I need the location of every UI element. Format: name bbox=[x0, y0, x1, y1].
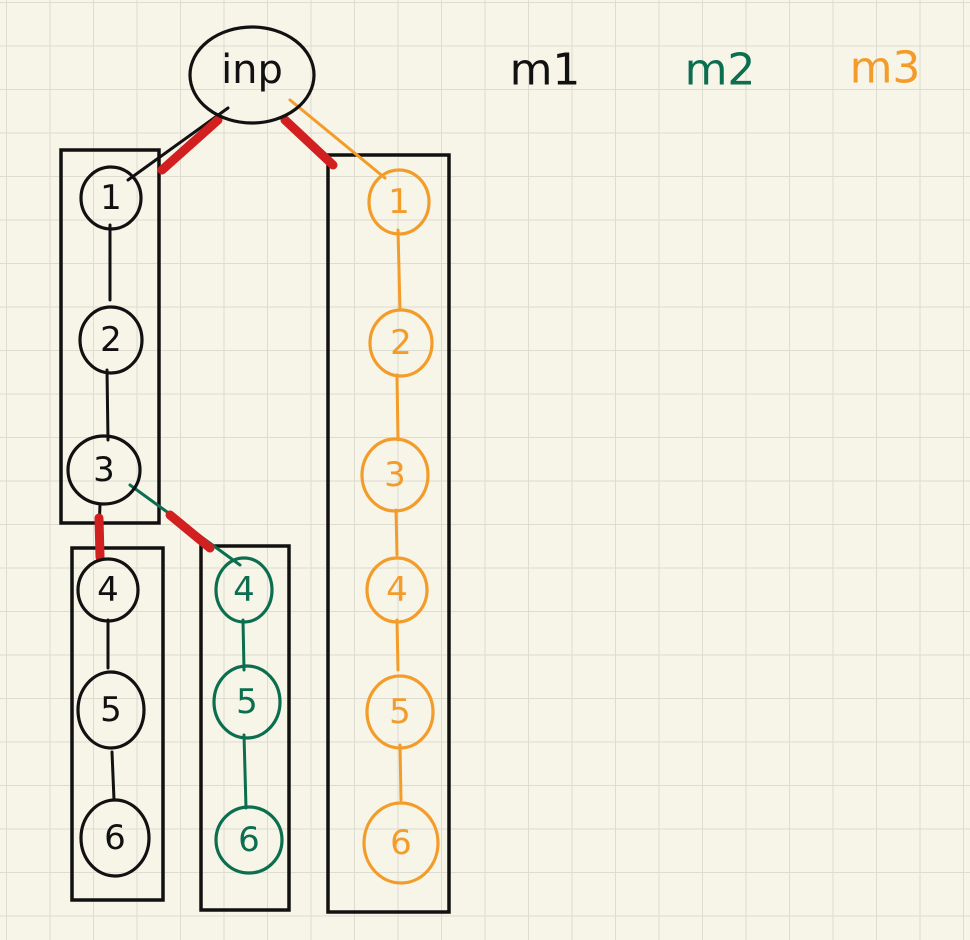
m1-node-3 bbox=[66, 434, 142, 506]
m3-node-3 bbox=[360, 437, 430, 513]
cut-mark-m1-lower bbox=[94, 513, 105, 562]
m3-node-4 bbox=[365, 556, 429, 624]
m3-node-1 bbox=[367, 168, 431, 236]
m2-node-5 bbox=[212, 664, 282, 740]
edge-m3-2-3 bbox=[395, 373, 400, 442]
m2-node-5-label: 5 bbox=[236, 682, 258, 722]
box-m1-upper bbox=[59, 148, 161, 525]
m1-node-1 bbox=[79, 165, 143, 231]
edge-m2-5-6 bbox=[242, 733, 248, 810]
m1-node-2-label: 2 bbox=[100, 320, 122, 360]
m3-node-6 bbox=[362, 801, 440, 885]
m3-node-4-label: 4 bbox=[386, 570, 408, 610]
box-m1-lower bbox=[70, 546, 165, 902]
edge-m1-5-6 bbox=[110, 750, 116, 802]
m1-node-5 bbox=[76, 670, 146, 750]
edge-m3-5-6 bbox=[398, 743, 403, 802]
m3-node-2 bbox=[368, 308, 434, 378]
m3-node-5 bbox=[365, 674, 435, 750]
edge-m2-4-5 bbox=[241, 618, 246, 672]
root-node bbox=[188, 25, 316, 125]
m2-node-4 bbox=[214, 556, 274, 624]
m1-node-4-label: 4 bbox=[97, 570, 119, 610]
m1-node-2 bbox=[78, 305, 144, 375]
m2-node-6-label: 6 bbox=[238, 820, 260, 860]
cut-mark-m3 bbox=[280, 115, 338, 170]
legend-m2: m2 bbox=[685, 45, 756, 96]
m1-node-6 bbox=[79, 798, 151, 878]
cut-mark-m1 bbox=[157, 115, 223, 175]
box-m2 bbox=[199, 544, 291, 912]
m3-node-3-label: 3 bbox=[384, 455, 406, 495]
m1-node-3-label: 3 bbox=[93, 450, 115, 490]
cut-mark-m2 bbox=[165, 510, 215, 553]
edge-root-m3 bbox=[288, 98, 387, 180]
box-m3 bbox=[326, 153, 451, 914]
m3-node-2-label: 2 bbox=[390, 323, 412, 363]
legend-m1: m1 bbox=[510, 45, 581, 96]
legend-m3: m3 bbox=[850, 43, 921, 94]
m1-node-6-label: 6 bbox=[104, 818, 126, 858]
m2-node-6 bbox=[214, 805, 284, 875]
m3-node-6-label: 6 bbox=[390, 823, 412, 863]
m1-node-5-label: 5 bbox=[100, 690, 122, 730]
m2-node-4-label: 4 bbox=[233, 570, 255, 610]
m1-node-1-label: 1 bbox=[100, 178, 122, 218]
m1-node-4 bbox=[76, 557, 140, 623]
edge-m3-3-4 bbox=[394, 508, 399, 557]
root-label: inp bbox=[221, 47, 283, 93]
edge-m3-4-5 bbox=[395, 618, 400, 672]
m3-node-5-label: 5 bbox=[389, 692, 411, 732]
m3-node-1-label: 1 bbox=[388, 182, 410, 222]
edge-m3-1-2 bbox=[396, 228, 402, 312]
edge-m1-2-3 bbox=[105, 368, 110, 442]
